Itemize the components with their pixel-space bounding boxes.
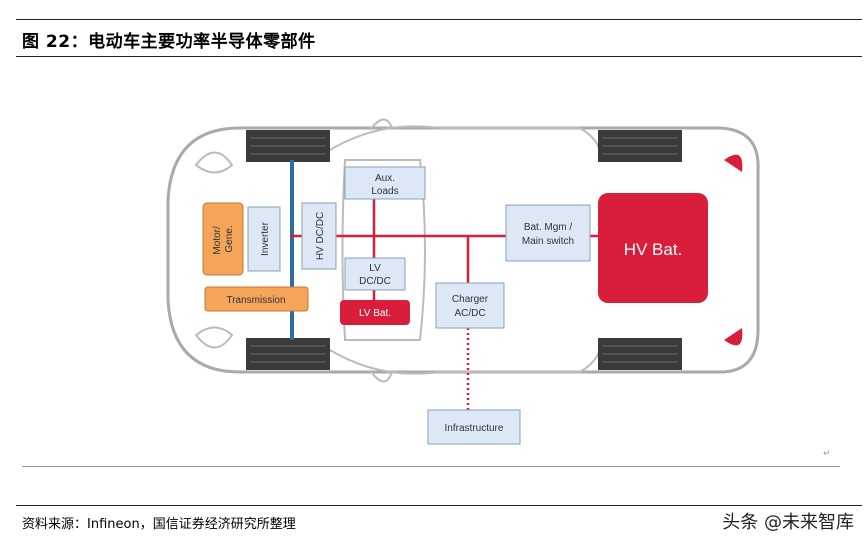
aux-loads-label-2: Loads (371, 186, 398, 197)
headlight-left-bottom (194, 326, 234, 349)
transmission-label: Transmission (226, 295, 285, 306)
cabin-outline (341, 159, 426, 341)
aux-loads-label-1: Aux. (375, 173, 395, 184)
bat-mgm-label-1: Bat. Mgm / (524, 222, 573, 233)
motor-gene-label: Motor/ Gene. (212, 223, 235, 254)
charger-label-2: AC/DC (454, 308, 485, 319)
lv-bat-box (340, 300, 410, 325)
hv-dcdc-box (301, 202, 337, 270)
charger-label-1: Charger (452, 294, 489, 305)
charger-box (435, 282, 505, 329)
lv-dcdc-label-1: LV (369, 263, 381, 274)
source-note: 资料来源：Infineon，国信证券经济研究所整理 (22, 517, 296, 532)
infrastructure-label: Infrastructure (445, 423, 504, 434)
lv-dcdc-label-2: DC/DC (359, 276, 391, 287)
hv-bat-box (598, 193, 708, 303)
hv-bat-label: HV Bat. (624, 240, 683, 259)
inverter-label: Inverter (260, 221, 271, 256)
motor-gene-box (202, 202, 244, 276)
taillight-bottom (724, 328, 743, 346)
figure-bottom-rule (22, 466, 840, 467)
windshield-line-bottom (329, 344, 601, 375)
lv-bat-label: LV Bat. (359, 308, 391, 319)
watermark: 头条 @未来智库 (722, 512, 854, 533)
bat-mgm-box (505, 204, 591, 262)
headlight-left-top (194, 151, 234, 174)
source-rule (16, 505, 862, 506)
bat-mgm-label-2: Main switch (522, 236, 574, 247)
tire-treads (250, 137, 678, 363)
aux-loads-box (344, 166, 426, 200)
infrastructure-box (427, 409, 521, 445)
inverter-box (247, 206, 281, 272)
transmission-box (204, 286, 309, 312)
top-rule (16, 19, 862, 20)
taillight-top (724, 154, 743, 172)
corner-mark: ↵ (823, 449, 831, 459)
car-body-outline (166, 126, 760, 374)
lv-dcdc-box (344, 257, 406, 291)
windshield-line-top (329, 125, 601, 156)
title-rule (16, 56, 862, 57)
hv-dcdc-label: HV DC/DC (315, 212, 326, 260)
power-bus-lines (290, 199, 600, 300)
mirror-bottom (369, 369, 393, 383)
figure-title: 图 22：电动车主要功率半导体零部件 (22, 32, 316, 52)
mirror-top (369, 118, 393, 131)
